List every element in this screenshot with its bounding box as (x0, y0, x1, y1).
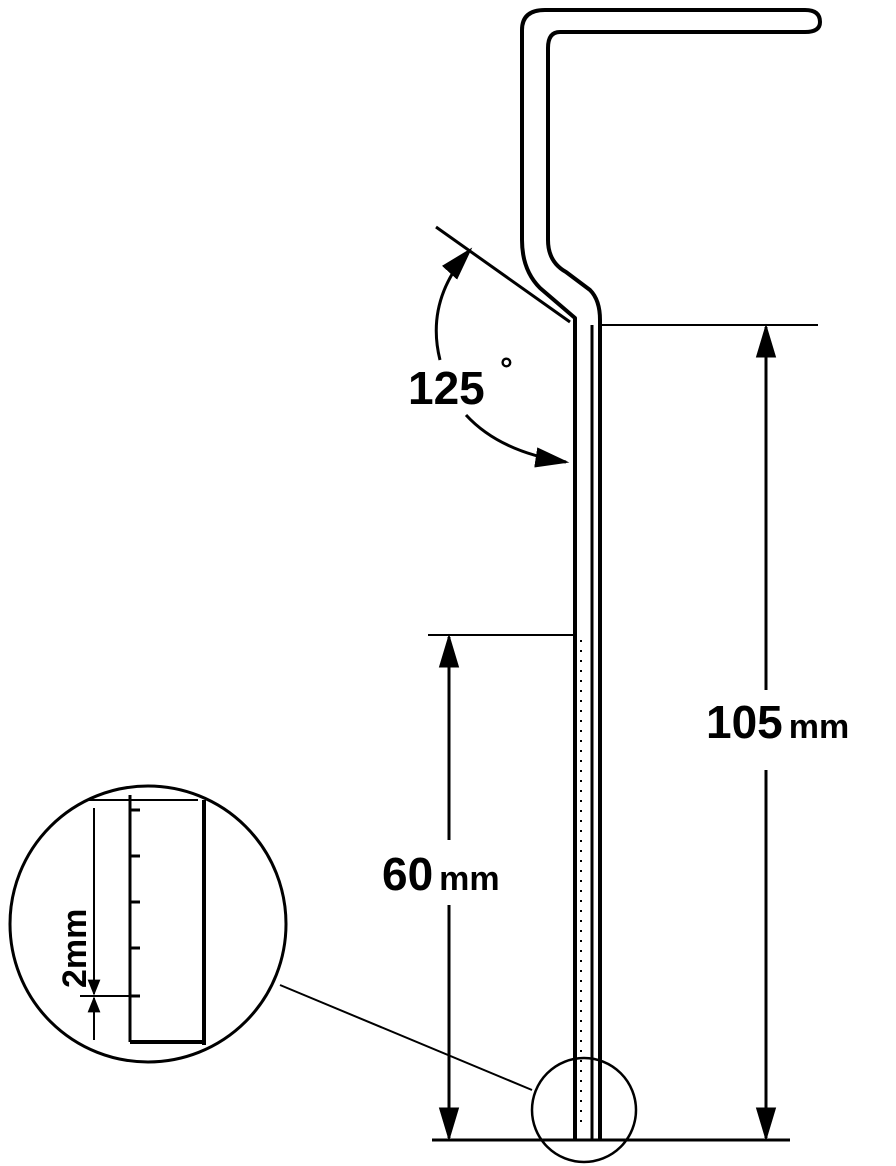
detail-leader-line (279, 984, 533, 1091)
angle-label: 125 (408, 362, 485, 414)
angle-reference-line (435, 225, 571, 324)
magnified-detail-circle (8, 784, 288, 1064)
gauge-rod-outline (520, 8, 822, 1140)
angle-degree-symbol: ° (500, 351, 513, 387)
magnified-scale (80, 795, 206, 1045)
tick-spacing-label: 2mm (56, 909, 94, 988)
angle-arc-lower (464, 413, 570, 468)
angle-arc (434, 247, 473, 361)
detail-callout-circle (530, 1056, 638, 1164)
